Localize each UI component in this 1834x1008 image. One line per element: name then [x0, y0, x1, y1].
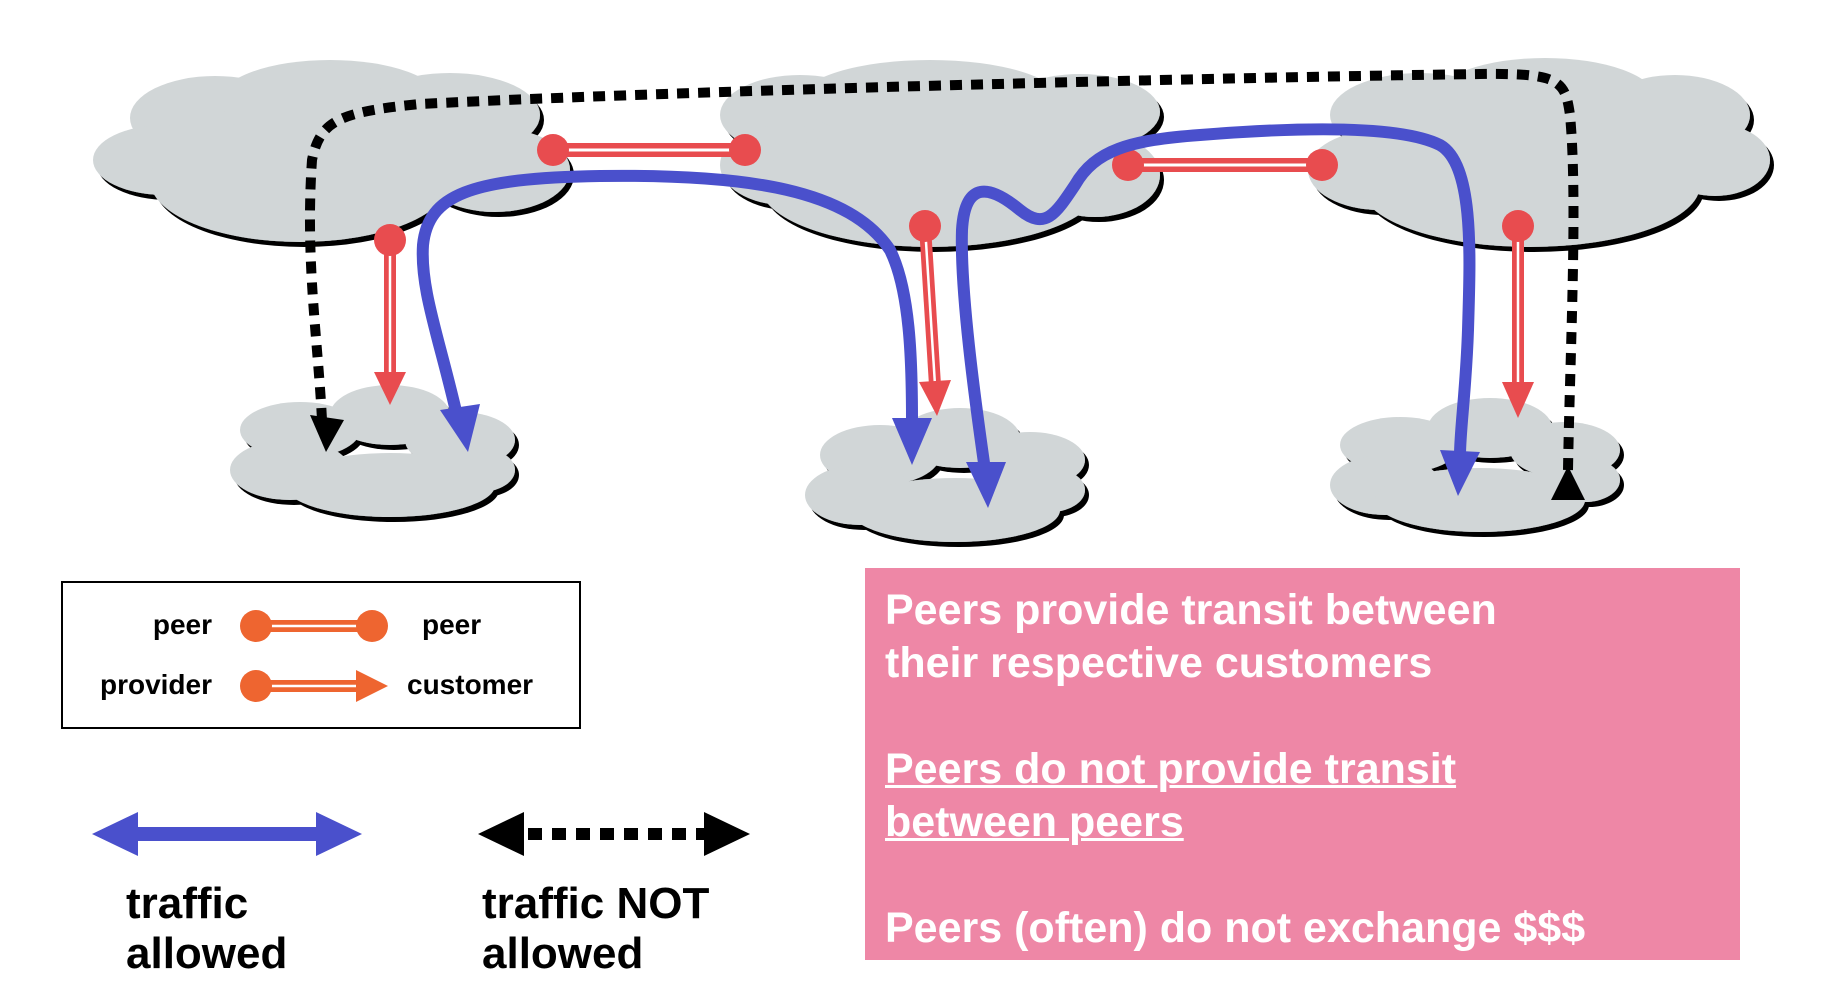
provider-customer-link-left — [374, 224, 406, 405]
info-para2-line1: Peers do not provide transit — [885, 745, 1457, 793]
arrow-head — [316, 812, 362, 856]
arrow-head — [704, 812, 750, 856]
customer-cloud-right — [1330, 398, 1620, 532]
peer-endpoint — [537, 134, 569, 166]
info-box: Peers provide transit between their resp… — [865, 568, 1740, 960]
arrow-head — [1440, 450, 1480, 496]
peer-endpoint — [729, 134, 761, 166]
peer-link-left-middle — [537, 134, 761, 166]
traffic-not-allowed-key: traffic NOT allowed — [478, 812, 750, 978]
legend-peer-link — [240, 610, 388, 642]
isp-cloud-right — [1308, 58, 1770, 247]
arrow-head — [374, 372, 406, 405]
traffic-allowed-path-left — [416, 169, 932, 465]
arrow-head — [310, 415, 344, 452]
customer-cloud-middle — [805, 408, 1085, 542]
legend-customer-label: customer — [407, 669, 533, 700]
traffic-allowed-label-line1: traffic — [126, 879, 248, 928]
arrow-head — [478, 812, 524, 856]
traffic-allowed-path-right — [955, 123, 1480, 508]
legend-peer-left-label: peer — [153, 609, 212, 640]
provider-customer-link-right — [1502, 210, 1534, 418]
arrow-head — [440, 404, 480, 452]
info-para2-line2: between peers — [885, 798, 1184, 846]
arrow-head — [1502, 382, 1534, 418]
provider-customer-link-middle — [909, 210, 951, 416]
traffic-allowed-label-line2: allowed — [126, 929, 287, 978]
traffic-not-allowed-label-line1: traffic NOT — [482, 879, 709, 928]
provider-endpoint — [909, 210, 941, 242]
isp-cloud-left — [93, 60, 570, 242]
legend-provider-customer-link — [240, 670, 388, 702]
arrow-head — [919, 380, 951, 416]
customer-cloud-left — [230, 385, 515, 517]
legend-provider-label: provider — [100, 669, 212, 700]
arrow-head — [892, 418, 932, 465]
peer-endpoint — [1306, 149, 1338, 181]
info-para1-line2: their respective customers — [885, 639, 1433, 687]
arrow-head — [92, 812, 138, 856]
traffic-not-allowed-label-line2: allowed — [482, 929, 643, 978]
peer-endpoint — [1112, 149, 1144, 181]
legend-peer-right-label: peer — [422, 609, 481, 640]
legend: peer peer provider customer — [61, 581, 581, 729]
traffic-not-allowed-path — [305, 68, 1585, 500]
arrow-head — [966, 462, 1006, 508]
provider-endpoint — [1502, 210, 1534, 242]
traffic-allowed-key: traffic allowed — [92, 812, 362, 978]
arrow-head — [1551, 466, 1585, 500]
provider-endpoint — [374, 224, 406, 256]
info-para1-line1: Peers provide transit between — [885, 586, 1497, 634]
info-para3: Peers (often) do not exchange $$$ — [885, 904, 1586, 952]
peer-link-middle-right — [1112, 149, 1338, 181]
